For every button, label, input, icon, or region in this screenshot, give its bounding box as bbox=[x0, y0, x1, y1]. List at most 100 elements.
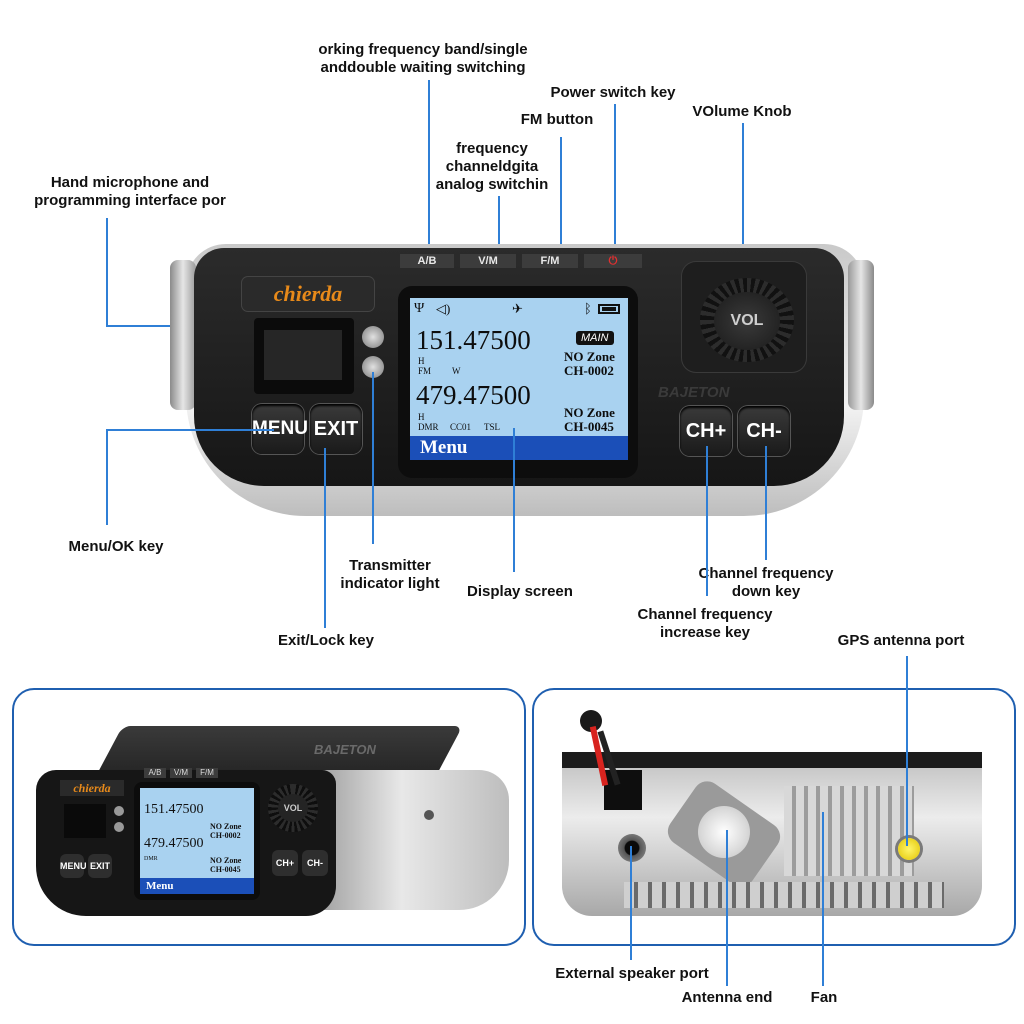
antenna-end-label: Antenna end bbox=[681, 989, 773, 1006]
power-key[interactable]: ⏻ bbox=[584, 254, 642, 268]
menu-leader-h bbox=[106, 429, 274, 431]
ext-speaker-leader bbox=[630, 846, 632, 960]
lcd-display: Ψ ◁) ✈ ᛒ 151.47500 MAIN H FM W NO Zone C… bbox=[410, 298, 628, 460]
line1-width: W bbox=[452, 366, 461, 376]
power-icon: ⏻ bbox=[608, 255, 618, 267]
menu-button[interactable]: MENU bbox=[252, 404, 308, 454]
angled-line1-frequency: 151.47500 bbox=[144, 802, 204, 817]
line2-mode: DMR bbox=[418, 422, 439, 432]
tx-light-label-line2: indicator light bbox=[340, 575, 440, 592]
antenna-end-leader bbox=[726, 830, 728, 986]
power-key-label: Power switch key bbox=[550, 84, 676, 101]
angled-exit-button[interactable]: EXIT bbox=[88, 854, 112, 878]
ab-key[interactable]: A/B bbox=[400, 254, 454, 268]
angled-ch-plus-button[interactable]: CH+ bbox=[272, 850, 298, 876]
ch-minus-button[interactable]: CH- bbox=[738, 406, 790, 456]
fan-vents bbox=[784, 786, 914, 876]
power-cable-grommet bbox=[580, 710, 602, 732]
display-leader bbox=[513, 428, 515, 572]
panel-watermark: BAJETON bbox=[314, 742, 376, 757]
vol-cap: VOL bbox=[714, 292, 780, 350]
angled-volume-knob[interactable]: VOL bbox=[268, 784, 318, 832]
radio-side-casing bbox=[314, 770, 509, 910]
menu-bar: Menu bbox=[410, 436, 628, 460]
angled-line1-zone: NO Zone bbox=[210, 822, 242, 831]
tx-light-label-line1: Transmitter bbox=[349, 557, 431, 574]
band-switch-leader bbox=[428, 80, 430, 256]
line2-frequency: 479.47500 bbox=[416, 380, 531, 410]
external-speaker-port[interactable] bbox=[618, 834, 646, 862]
battery-icon bbox=[598, 304, 620, 314]
exit-button[interactable]: EXIT bbox=[310, 404, 362, 454]
angled-ch-minus-button[interactable]: CH- bbox=[302, 850, 328, 876]
transmitter-indicator-light bbox=[362, 356, 384, 378]
speaker-icon: ◁) bbox=[436, 301, 451, 316]
angled-ab-key[interactable]: A/B bbox=[144, 768, 166, 778]
fan-label: Fan bbox=[810, 989, 838, 1006]
angled-display-bezel: 151.47500 NO Zone CH-0002 479.47500 DMR … bbox=[134, 782, 260, 900]
angled-vol-cap: VOL bbox=[278, 794, 308, 822]
fm-button-leader bbox=[560, 137, 562, 255]
line2-color-code: CC01 bbox=[450, 422, 472, 432]
menu-ok-label: Menu/OK key bbox=[68, 538, 164, 555]
ch-plus-button[interactable]: CH+ bbox=[680, 406, 732, 456]
angled-line2-mode: DMR bbox=[144, 856, 158, 862]
watermark: BAJETON bbox=[658, 384, 730, 401]
angled-line1-channel: CH-0002 bbox=[210, 831, 241, 840]
brand-logo: chierda bbox=[242, 277, 374, 311]
ch-down-label-line2: down key bbox=[731, 583, 801, 600]
angled-line2-channel: CH-0045 bbox=[210, 865, 241, 874]
right-mount-bracket bbox=[848, 260, 874, 410]
line1-mode: FM bbox=[418, 366, 432, 376]
angled-vm-key[interactable]: V/M bbox=[170, 768, 192, 778]
tx-light-leader bbox=[372, 372, 374, 544]
line2-timeslot: TSL bbox=[484, 422, 501, 432]
angled-view-panel: BAJETON chierda A/B V/M F/M MENU EXIT 15… bbox=[12, 688, 526, 946]
line2-zone: NO Zone bbox=[564, 405, 615, 420]
gps-antenna-port[interactable] bbox=[898, 838, 920, 860]
line2-power: H bbox=[418, 412, 425, 422]
power-key-leader bbox=[614, 104, 616, 254]
display-label: Display screen bbox=[467, 583, 573, 600]
ch-down-leader bbox=[765, 446, 767, 560]
ext-speaker-label: External speaker port bbox=[555, 965, 709, 982]
antenna-connector[interactable] bbox=[698, 806, 750, 858]
fm-button-label: FM button bbox=[520, 111, 594, 128]
band-switch-label-line1: orking frequency band/single bbox=[318, 41, 528, 58]
antenna-icon: Ψ bbox=[414, 301, 425, 316]
line1-channel: CH-0002 bbox=[564, 363, 614, 378]
band-switch-label-line2: anddouble waiting switching bbox=[320, 59, 526, 76]
angled-menu-bar: Menu bbox=[140, 878, 254, 894]
power-cable-socket bbox=[604, 770, 642, 810]
exit-lock-label: Exit/Lock key bbox=[278, 632, 374, 649]
upper-indicator-light bbox=[362, 326, 384, 348]
ch-up-label-line2: increase key bbox=[659, 624, 751, 641]
fan-leader bbox=[822, 812, 824, 986]
bluetooth-icon: ᛒ bbox=[584, 301, 592, 316]
angled-line2-zone: NO Zone bbox=[210, 856, 242, 865]
line1-power: H bbox=[418, 356, 425, 366]
line1-zone: NO Zone bbox=[564, 349, 615, 364]
hand-mic-label-line1: Hand microphone and bbox=[50, 174, 210, 191]
angled-indicator-2 bbox=[114, 822, 124, 832]
menu-leader-v bbox=[106, 429, 108, 525]
hand-mic-leader-v bbox=[106, 218, 108, 326]
line1-frequency: 151.47500 bbox=[416, 325, 531, 355]
mic-programming-port[interactable] bbox=[254, 318, 354, 394]
fm-key[interactable]: F/M bbox=[522, 254, 578, 268]
ch-up-label-line1: Channel frequency bbox=[637, 606, 773, 623]
angled-indicator-1 bbox=[114, 806, 124, 816]
angled-line2-frequency: 479.47500 bbox=[144, 836, 204, 851]
angled-lcd: 151.47500 NO Zone CH-0002 479.47500 DMR … bbox=[140, 788, 254, 894]
angled-front-panel: chierda A/B V/M F/M MENU EXIT 151.47500 … bbox=[36, 768, 336, 916]
hand-mic-label-line2: programming interface por bbox=[34, 192, 226, 209]
angled-fm-key[interactable]: F/M bbox=[196, 768, 218, 778]
main-badge: MAIN bbox=[576, 331, 614, 345]
angled-brand-logo: chierda bbox=[60, 780, 124, 796]
freq-switch-label-line3: analog switchin bbox=[435, 176, 549, 193]
ch-up-leader bbox=[706, 446, 708, 596]
rear-view-panel bbox=[532, 688, 1016, 946]
angled-menu-button[interactable]: MENU bbox=[60, 854, 87, 878]
freq-switch-leader bbox=[498, 196, 500, 254]
vm-key[interactable]: V/M bbox=[460, 254, 516, 268]
